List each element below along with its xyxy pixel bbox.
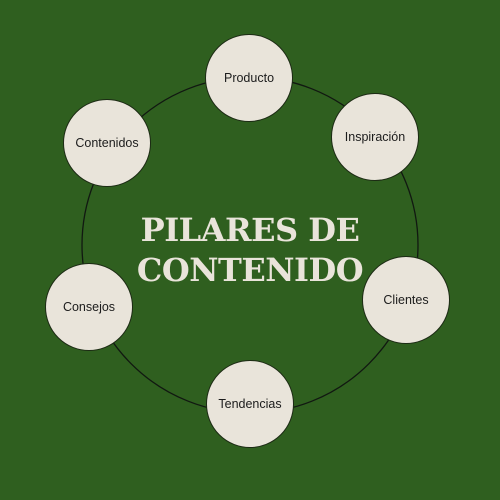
node-producto: Producto [205,34,293,122]
title-line-2: CONTENIDO [136,251,364,289]
node-tendencias: Tendencias [206,360,294,448]
node-label: Tendencias [218,397,282,411]
node-label: Inspiración [344,130,406,144]
node-label: Clientes [383,293,429,307]
node-label: Contenidos [75,136,139,150]
node-inspiracion: Inspiración [331,93,419,181]
node-consejos: Consejos [45,263,133,351]
node-label: Producto [223,71,275,85]
node-contenidos: Contenidos [63,99,151,187]
diagram-title: PILARES DE CONTENIDO [80,210,420,290]
node-clientes: Clientes [362,256,450,344]
title-line-1: PILARES DE [140,211,360,249]
node-label: Consejos [62,300,116,314]
